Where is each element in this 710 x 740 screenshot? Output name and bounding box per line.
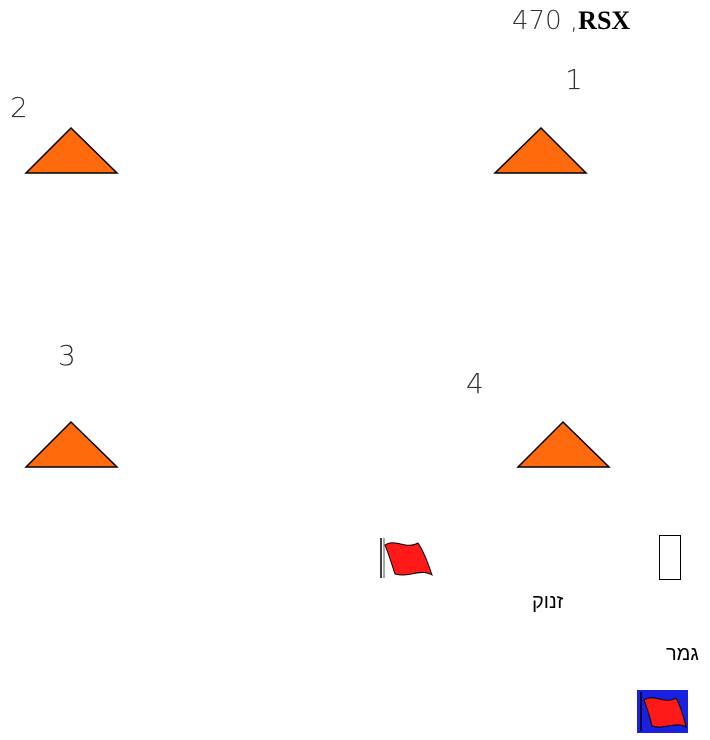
title-separator: , (569, 6, 579, 36)
start-label: זנוק (532, 591, 564, 613)
finish-label: גמר (666, 643, 699, 665)
marker-2-label: 2 (10, 91, 28, 124)
marker-3-cone-icon (24, 420, 119, 468)
course-number: 470 (512, 6, 562, 36)
marker-3-label: 3 (58, 339, 76, 372)
marker-4-cone-icon (516, 420, 611, 468)
course-code: RSX (578, 6, 631, 35)
marker-1-cone-icon (493, 126, 588, 174)
marker-1-label: 1 (565, 63, 583, 96)
empty-box (659, 535, 681, 580)
marker-2-cone-icon (24, 126, 119, 174)
start-flag-icon (380, 538, 433, 578)
finish-flag-icon (637, 690, 688, 733)
course-title: 470 ,RSX (512, 6, 630, 36)
marker-4-label: 4 (466, 367, 484, 400)
